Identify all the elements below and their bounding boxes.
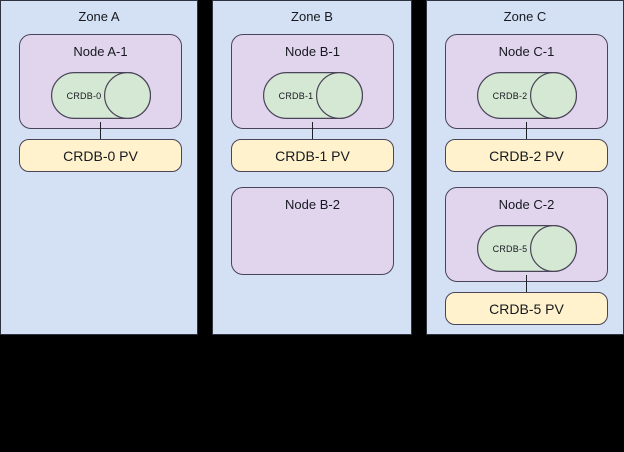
node-container-b-1: Node B-1 CRDB-1 (231, 34, 394, 129)
database-label-crdb-5: CRDB-5 (492, 243, 528, 254)
zone-container-b: Zone B Node B-1 CRDB-1 CRDB-1 PV Node B-… (212, 0, 412, 335)
node-title-b-2: Node B-2 (285, 197, 340, 212)
zone-title-c: Zone C (503, 9, 547, 24)
node-title-c-1: Node C-1 (498, 44, 555, 59)
database-label-crdb-0: CRDB-0 (66, 90, 102, 101)
pv-label-crdb-5: CRDB-5 PV (489, 300, 564, 317)
database-cylinder-crdb-2: CRDB-2 (477, 72, 577, 119)
database-cylinder-crdb-0: CRDB-0 (51, 72, 151, 119)
pv-box-crdb-5: CRDB-5 PV (445, 292, 608, 325)
pv-label-crdb-1: CRDB-1 PV (275, 147, 350, 164)
node-container-c-2: Node C-2 CRDB-5 (445, 187, 608, 282)
node-container-c-1: Node C-1 CRDB-2 (445, 34, 608, 129)
node-container-a-1: Node A-1 CRDB-0 (19, 34, 182, 129)
zone-title-b: Zone B (291, 9, 333, 24)
pv-box-crdb-0: CRDB-0 PV (19, 139, 182, 172)
database-cylinder-crdb-1: CRDB-1 (263, 72, 363, 119)
pv-box-crdb-2: CRDB-2 PV (445, 139, 608, 172)
database-cylinder-crdb-5: CRDB-5 (477, 225, 577, 272)
zone-container-a: Zone A Node A-1 CRDB-0 CRDB-0 PV (0, 0, 198, 335)
zone-title-a: Zone A (78, 9, 120, 24)
pv-label-crdb-0: CRDB-0 PV (63, 147, 138, 164)
pv-box-crdb-1: CRDB-1 PV (231, 139, 394, 172)
node-title-b-1: Node B-1 (285, 44, 340, 59)
node-title-a-1: Node A-1 (73, 44, 128, 59)
connector-node-c-1-to-pv (526, 122, 527, 140)
node-container-b-2: Node B-2 (231, 187, 394, 275)
node-title-c-2: Node C-2 (498, 197, 555, 212)
database-label-crdb-1: CRDB-1 (278, 90, 314, 101)
connector-node-a-1-to-pv (100, 122, 101, 140)
connector-node-c-2-to-pv (526, 275, 527, 293)
pv-label-crdb-2: CRDB-2 PV (489, 147, 564, 164)
zone-container-c: Zone C Node C-1 CRDB-2 CRDB-2 PV Node C-… (426, 0, 624, 335)
database-label-crdb-2: CRDB-2 (492, 90, 528, 101)
connector-node-b-1-to-pv (312, 122, 313, 140)
